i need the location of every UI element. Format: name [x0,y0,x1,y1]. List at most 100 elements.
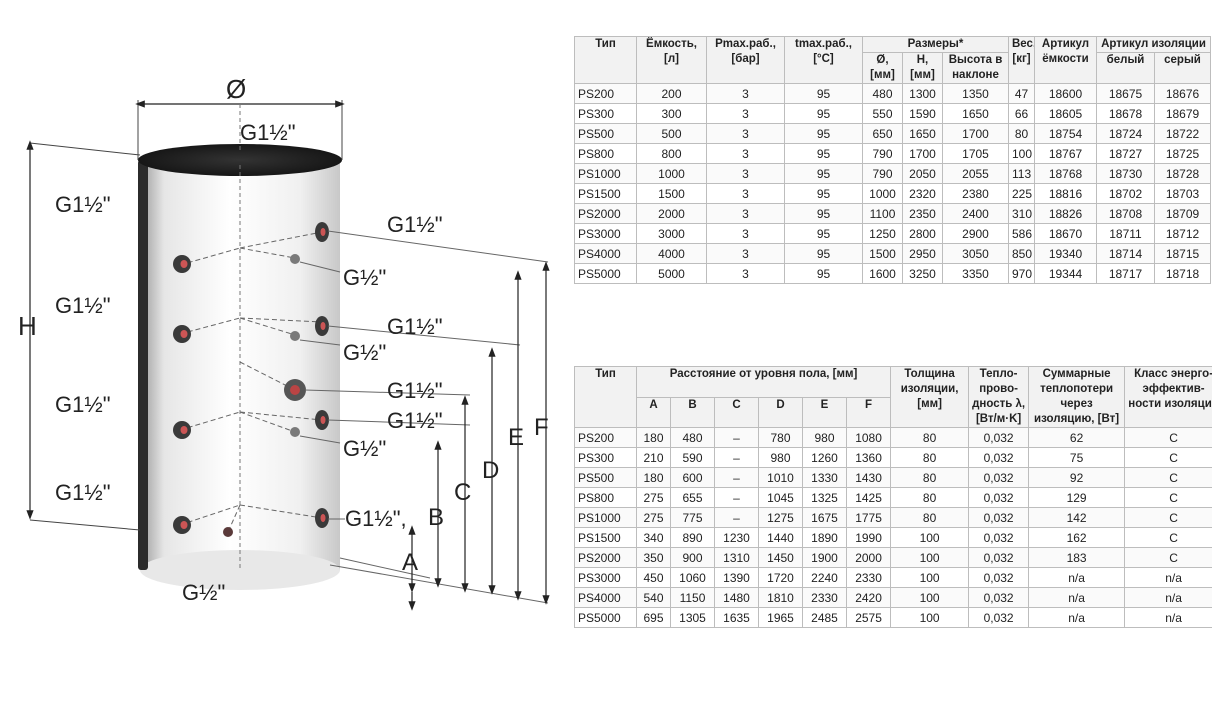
table-cell: 95 [784,223,863,244]
table-cell: 1000 [862,183,903,204]
table-cell: 3 [706,103,785,124]
table-cell: C [1124,487,1212,508]
table-cell: 18717 [1096,263,1155,284]
table-cell: 1775 [845,507,892,528]
sensor-port-2 [290,331,300,341]
table-cell: 0,032 [968,467,1030,488]
label-right-3: G1½" [387,378,443,403]
table-cell: 500 [636,123,707,144]
table-cell: 0,032 [968,487,1030,508]
table-cell: 1060 [670,567,715,588]
table-cell: 2950 [902,243,943,264]
table-cell: 95 [784,123,863,144]
table-cell: 80 [890,487,970,508]
th-tmax: tmax.раб., [°C] [784,36,863,84]
table-cell: C [1124,427,1212,448]
table-cell: 650 [862,123,903,144]
table-cell: 1100 [862,203,903,224]
table-cell: 62 [1028,427,1126,448]
table-cell: 1425 [845,487,892,508]
dim-f-label: F [534,414,549,441]
table-cell: 95 [784,203,863,224]
table-cell: 3 [706,183,785,204]
table-cell: 1150 [670,587,715,608]
nozzle-left-3 [173,421,191,439]
table-cell: 1965 [758,607,803,628]
table-cell: 80 [890,447,970,468]
dimension-stack: A B C D E F [402,261,550,611]
table-cell: 1450 [758,547,803,568]
table-cell: 18675 [1096,83,1155,104]
table-cell: 95 [784,103,863,124]
table-cell: 1900 [802,547,847,568]
table-cell: 1360 [845,447,892,468]
table-cell: – [714,487,759,508]
sensor-port-bottom [223,527,233,537]
table-cell: 19340 [1034,243,1097,264]
table-cell: 183 [1028,547,1126,568]
table-cell: 1430 [845,467,892,488]
row-type-cell: PS1500 [574,527,637,548]
table-cell: n/a [1124,567,1212,588]
table-cell: 3 [706,263,785,284]
table-cell: 3 [706,223,785,244]
th-white: белый [1096,52,1155,84]
table-cell: 47 [1008,83,1035,104]
table-cell: 18676 [1154,83,1211,104]
table-cell: 200 [636,83,707,104]
table-cell: 1675 [802,507,847,528]
label-left-2: G1½" [55,293,111,318]
th2-d: D [758,396,803,428]
table-cell: C [1124,447,1212,468]
table-cell: 3000 [636,223,707,244]
table-cell: 2900 [942,223,1009,244]
table-cell: 900 [670,547,715,568]
row-type-cell: PS4000 [574,587,637,608]
table-cell: 2400 [942,203,1009,224]
table-cell: 162 [1028,527,1126,548]
table-cell: 18703 [1154,183,1211,204]
table-cell: – [714,427,759,448]
nozzle-left-4 [173,516,191,534]
table-cell: 3 [706,143,785,164]
table-cell: n/a [1028,587,1126,608]
nozzle-left-1 [173,255,191,273]
table-cell: 780 [758,427,803,448]
table-cell: 18714 [1096,243,1155,264]
table-cell: 95 [784,243,863,264]
table-cell: 18724 [1096,123,1155,144]
sensor-port-3 [290,427,300,437]
table-cell: 790 [862,143,903,164]
table-cell: n/a [1124,607,1212,628]
table-cell: C [1124,527,1212,548]
row-type-cell: PS5000 [574,607,637,628]
table-cell: 18679 [1154,103,1211,124]
th2-losses: Суммарные теплопотери через изоляцию, [В… [1028,366,1126,428]
th2-type: Тип [574,366,637,428]
table-cell: 1480 [714,587,759,608]
th-tilt-height: Высота в наклоне [942,52,1009,84]
table-cell: 550 [862,103,903,124]
table-cell: 18605 [1034,103,1097,124]
th-pmax: Pmax.раб., [бар] [706,36,785,84]
dim-d-label: D [482,457,499,484]
table-cell: 95 [784,163,863,184]
sensor-port-1 [290,254,300,264]
table-cell: 850 [1008,243,1035,264]
connection-nozzles [173,222,329,537]
connection-labels: G1½" G1½" G1½" G1½" G1½" G1½" G½" G1½" G… [55,120,443,605]
dimension-diameter: Ø [135,74,345,160]
dim-diameter-label: Ø [226,74,246,104]
table-cell: 0,032 [968,447,1030,468]
table-cell: 95 [784,143,863,164]
table-cell: 1705 [942,143,1009,164]
